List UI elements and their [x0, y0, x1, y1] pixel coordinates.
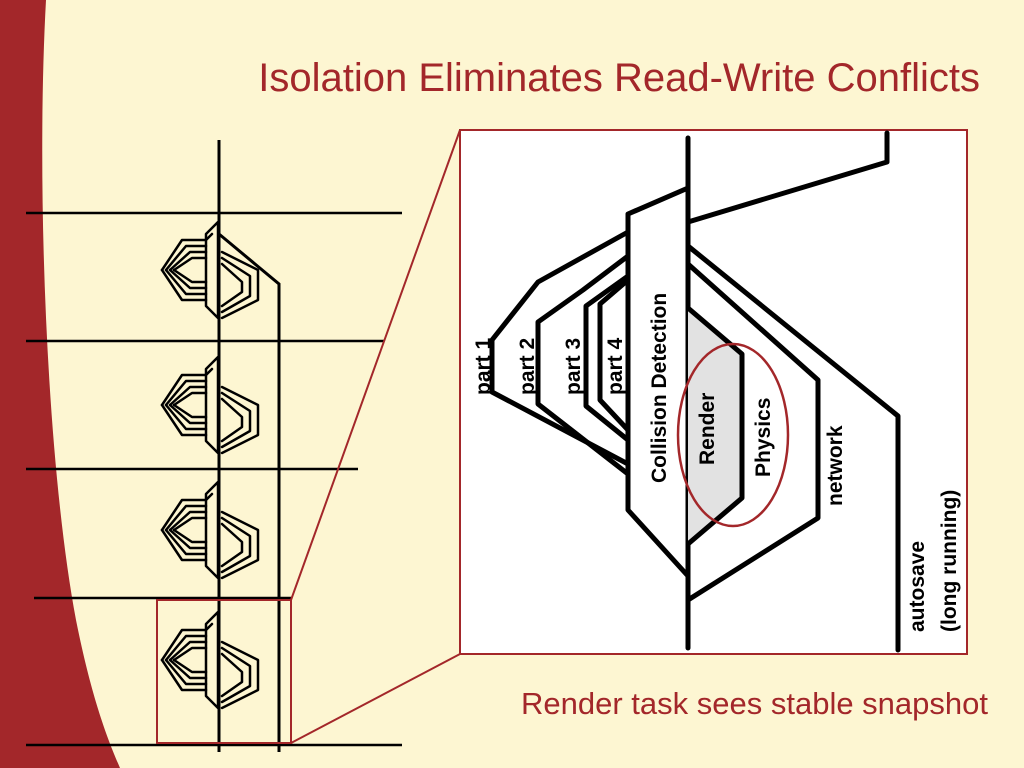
part3-line — [583, 273, 631, 443]
zoom-connectors — [290, 129, 461, 744]
part1-line — [489, 229, 631, 467]
label-autosave: autosave — [906, 541, 929, 632]
zoom-diagram — [489, 130, 901, 653]
overview-revision-lines — [26, 211, 402, 747]
slide-title: Isolation Eliminates Read-Write Conflict… — [258, 56, 980, 100]
autosave-fork — [685, 130, 890, 225]
label-physics: Physics — [752, 398, 775, 477]
autosave-line — [685, 243, 901, 653]
collision-box — [625, 185, 691, 579]
label-collision-detection: Collision Detection — [648, 293, 671, 483]
label-part4: part 4 — [604, 337, 627, 395]
label-network: network — [824, 425, 847, 506]
decorative-band — [0, 0, 120, 768]
label-long-running: (long running) — [938, 490, 961, 632]
overview-mini-diagrams — [160, 220, 260, 710]
part4-lines — [597, 277, 631, 433]
highlight-box — [156, 599, 292, 744]
label-part2: part 2 — [516, 338, 539, 395]
label-render: Render — [696, 393, 719, 465]
label-part3: part 3 — [562, 338, 585, 395]
part2-line — [535, 253, 631, 477]
slide-caption: Render task sees stable snapshot — [521, 686, 988, 721]
label-part1: part 1 — [472, 337, 495, 395]
render-fill — [688, 308, 742, 544]
snapshot-highlight-ellipse — [676, 342, 790, 528]
network-line — [685, 261, 821, 603]
